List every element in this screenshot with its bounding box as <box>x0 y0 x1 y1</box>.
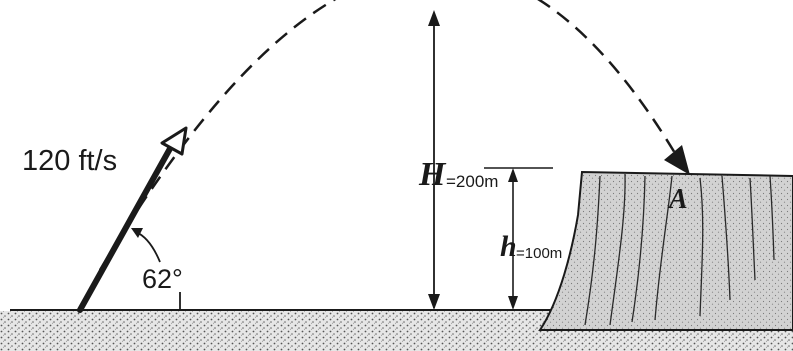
velocity-arrowhead <box>160 126 188 156</box>
angle-arc-arrowhead <box>131 228 143 238</box>
h-value-label: =100m <box>516 245 562 262</box>
cliff-cracks <box>584 173 775 326</box>
trajectory-arrowhead <box>664 145 690 175</box>
velocity-label: 120 ft/s <box>22 145 117 177</box>
angle-label: 62° <box>142 264 183 294</box>
H-top-arrow <box>428 10 440 26</box>
H-letter-label: H <box>418 156 447 193</box>
H-bottom-arrow <box>428 294 440 310</box>
velocity-arrow-shaft <box>77 142 175 313</box>
point-A-label: A <box>667 184 688 215</box>
h-letter-label: h <box>500 230 517 263</box>
cliff <box>538 170 793 331</box>
H-value-label: =200m <box>446 172 498 191</box>
h-bottom-arrow <box>508 296 518 310</box>
h-top-arrow <box>508 168 518 182</box>
angle-arc <box>135 231 161 263</box>
